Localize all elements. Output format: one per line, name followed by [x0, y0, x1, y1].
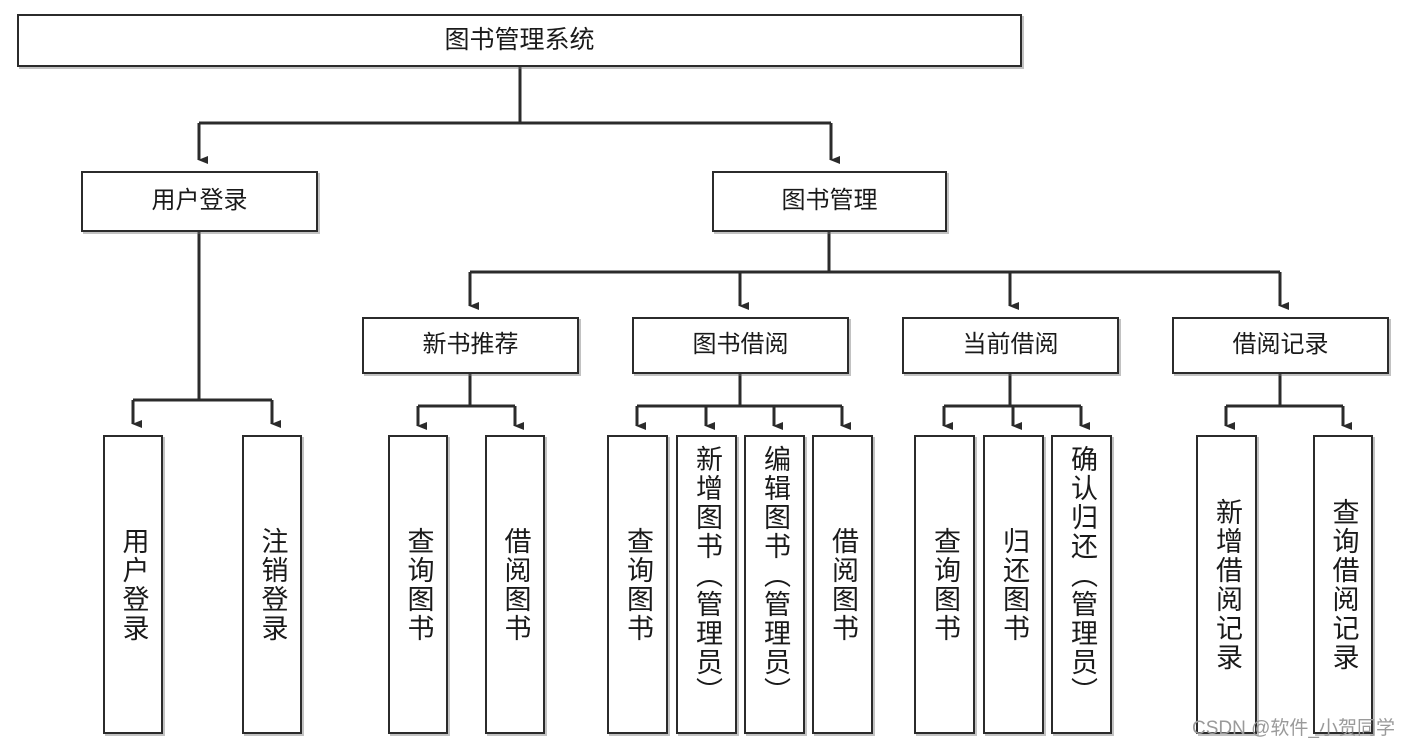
node-label: 图书管理 — [781, 187, 878, 215]
node-label: 借阅记录 — [1232, 331, 1329, 359]
node-label: 图书管理系统 — [444, 25, 595, 54]
node-label: 查询图书 — [623, 526, 653, 643]
node-leaf-borrow-book-new[interactable]: 借阅图书 — [485, 435, 545, 734]
node-current-borrow[interactable]: 当前借阅 — [902, 317, 1119, 374]
node-label: 用户登录 — [118, 526, 149, 643]
node-label: 确认归还（管理员） — [1067, 445, 1097, 706]
node-label: 归还图书 — [999, 526, 1029, 643]
node-book-manage[interactable]: 图书管理 — [712, 171, 947, 232]
node-leaf-borrow-book-borrow[interactable]: 借阅图书 — [812, 435, 873, 734]
node-new-book-recommend[interactable]: 新书推荐 — [362, 317, 579, 374]
node-leaf-query-book-current[interactable]: 查询图书 — [914, 435, 975, 734]
node-label: 新书推荐 — [422, 331, 519, 359]
node-leaf-query-book-new[interactable]: 查询图书 — [388, 435, 448, 734]
node-label: 新增借阅记录 — [1212, 497, 1242, 672]
node-leaf-confirm-return-admin[interactable]: 确认归还（管理员） — [1051, 435, 1112, 734]
node-leaf-edit-book-admin[interactable]: 编辑图书（管理员） — [744, 435, 805, 734]
node-borrow-record[interactable]: 借阅记录 — [1172, 317, 1389, 374]
node-leaf-query-book-borrow[interactable]: 查询图书 — [607, 435, 668, 734]
node-label: 查询图书 — [403, 526, 434, 643]
node-label: 新增图书（管理员） — [692, 445, 722, 706]
node-leaf-query-borrow-record[interactable]: 查询借阅记录 — [1313, 435, 1373, 734]
node-label: 图书借阅 — [692, 331, 789, 359]
node-label: 当前借阅 — [962, 331, 1059, 359]
node-label: 查询借阅记录 — [1328, 497, 1359, 672]
node-leaf-add-book-admin[interactable]: 新增图书（管理员） — [676, 435, 737, 734]
node-leaf-return-book[interactable]: 归还图书 — [983, 435, 1044, 734]
node-label: 借阅图书 — [828, 526, 858, 643]
node-label: 编辑图书（管理员） — [760, 445, 790, 706]
node-root-book-management-system[interactable]: 图书管理系统 — [17, 14, 1022, 67]
node-leaf-logout[interactable]: 注销登录 — [242, 435, 302, 734]
node-label: 注销登录 — [257, 526, 288, 643]
node-leaf-add-borrow-record[interactable]: 新增借阅记录 — [1196, 435, 1257, 734]
node-label: 借阅图书 — [500, 526, 531, 643]
node-user-login[interactable]: 用户登录 — [81, 171, 318, 232]
node-label: 查询图书 — [930, 526, 960, 643]
node-leaf-user-login[interactable]: 用户登录 — [103, 435, 163, 734]
node-book-borrow[interactable]: 图书借阅 — [632, 317, 849, 374]
node-label: 用户登录 — [151, 187, 248, 215]
